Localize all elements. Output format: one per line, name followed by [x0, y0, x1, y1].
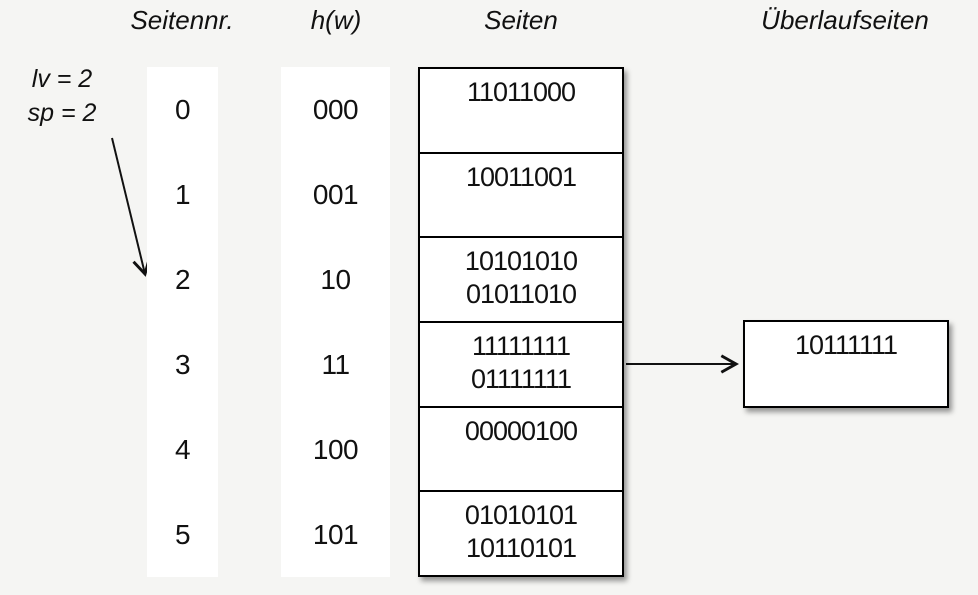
- page-entry: 10110101: [465, 533, 577, 564]
- header-seitennr: Seitennr.: [130, 5, 234, 35]
- page-number-cell: 2: [174, 263, 191, 295]
- header-seiten: Seiten: [484, 5, 558, 35]
- page-entry: 11111111: [471, 331, 571, 362]
- hash-value-cell: 11: [321, 348, 350, 380]
- page-entry: 10011001: [465, 161, 577, 192]
- page-entry: 01010101: [464, 500, 578, 531]
- hash-value-cell: 001: [312, 178, 359, 210]
- header-hw: h(w): [310, 5, 362, 35]
- page-cell: 10011001: [420, 154, 622, 239]
- page-number-cell: 3: [174, 348, 191, 380]
- hash-value-cell: 000: [312, 93, 359, 125]
- overflow-page-entry: 10111111: [794, 330, 898, 360]
- sp-value-label: sp = 2: [27, 99, 97, 127]
- page-number-cell: 4: [174, 433, 191, 465]
- hash-value-column: 000 001 10 11 100 101: [281, 67, 390, 577]
- page-cell: 11011000: [420, 69, 622, 154]
- lv-value-label: lv = 2: [31, 65, 93, 93]
- page-entry: 01111111: [470, 364, 572, 395]
- state-annotation: lv = 2 sp = 2: [14, 62, 110, 130]
- page-cell: 00000100: [420, 408, 622, 493]
- overflow-page-box: 10111111: [743, 320, 949, 408]
- page-entry: 10101010: [464, 246, 578, 277]
- hash-value-cell: 10: [320, 263, 351, 295]
- page-number-cell: 5: [174, 518, 191, 550]
- page-entry: 11011000: [466, 77, 576, 107]
- page-entry: 01011010: [465, 279, 577, 310]
- sp-pointer-arrow: [111, 137, 151, 277]
- page-number-cell: 1: [174, 178, 191, 210]
- hash-value-cell: 101: [312, 518, 359, 550]
- hash-value-cell: 100: [312, 433, 359, 465]
- header-ueberlaufseiten: Überlaufseiten: [761, 5, 929, 35]
- page-number-cell: 0: [174, 93, 191, 125]
- page-entry: 00000100: [464, 415, 578, 446]
- page-number-column: 0 1 2 3 4 5: [147, 67, 218, 577]
